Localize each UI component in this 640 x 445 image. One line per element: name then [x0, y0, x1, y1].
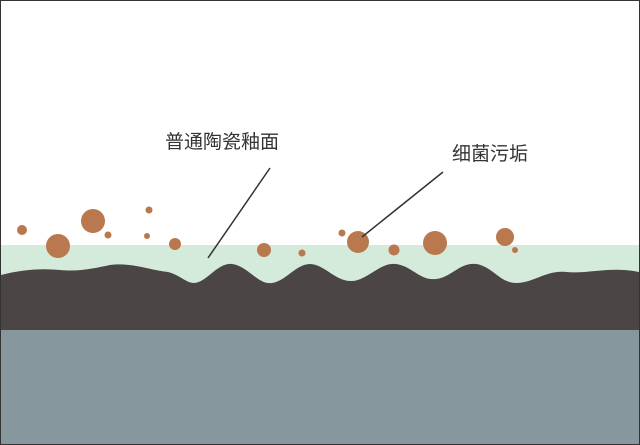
glaze-leader-line — [207, 167, 271, 259]
particle — [423, 231, 447, 255]
contaminant-particles — [17, 206, 518, 258]
particle — [388, 244, 400, 256]
particle — [257, 243, 271, 257]
particle — [17, 225, 27, 235]
bacteria-label: 细菌污垢 — [452, 143, 528, 165]
particle — [512, 247, 518, 253]
particle — [144, 233, 150, 239]
particle — [145, 206, 153, 214]
particle — [81, 209, 105, 233]
glaze-label: 普通陶瓷釉面 — [165, 131, 279, 153]
particle — [104, 231, 112, 239]
particle — [496, 228, 514, 246]
particle — [169, 238, 181, 250]
particle — [338, 229, 346, 237]
base-layer — [1, 330, 639, 444]
rough-surface-layer — [1, 263, 639, 330]
bacteria-leader-line — [361, 171, 444, 238]
particle — [298, 249, 306, 257]
particle — [46, 234, 70, 258]
